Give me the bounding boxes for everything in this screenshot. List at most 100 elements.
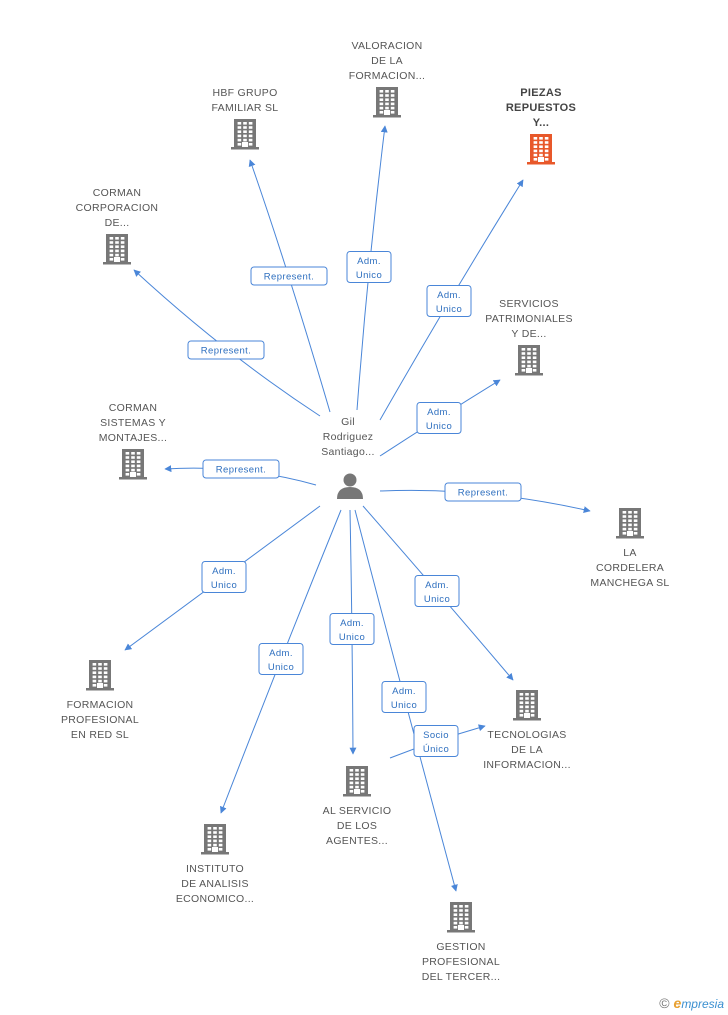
company-label: SISTEMAS Y: [100, 417, 166, 429]
role-label[interactable]: Adm.Unico: [201, 561, 247, 593]
role-label[interactable]: Adm. Unico: [381, 681, 427, 713]
company-label: TECNOLOGIAS: [487, 729, 566, 741]
role-label[interactable]: Adm.Unico: [329, 613, 375, 645]
role-text: Adm.: [392, 686, 416, 697]
role-text: Adm.: [357, 256, 381, 267]
role-label[interactable]: Represent.: [202, 459, 280, 479]
company-node-corman-sist[interactable]: CORMAN SISTEMAS Y MONTAJES...: [99, 402, 167, 480]
company-label: CORPORACION: [76, 202, 159, 214]
role-label[interactable]: Represent.: [187, 340, 265, 360]
role-box: [202, 459, 280, 479]
role-text: Adm.: [425, 580, 449, 591]
role-label[interactable]: Represent.: [250, 266, 328, 286]
role-label[interactable]: Represent.: [444, 482, 522, 502]
building-icon: [103, 234, 131, 265]
role-text: Unico: [436, 304, 462, 315]
company-label: FORMACION: [67, 699, 134, 711]
role-text: Represent.: [458, 488, 508, 499]
company-node-valoracion[interactable]: VALORACION DE LA FORMACION...: [349, 40, 426, 118]
role-text: Represent.: [201, 346, 251, 357]
role-text: Adm.: [269, 648, 293, 659]
company-label: DE LA: [511, 744, 543, 756]
role-box: [187, 340, 265, 360]
company-label: SERVICIOS: [499, 298, 559, 310]
role-text: Represent.: [216, 465, 266, 476]
role-text: Unico: [356, 270, 382, 281]
building-icon: [373, 87, 401, 118]
company-label: CORMAN: [109, 402, 157, 414]
company-node-gestion[interactable]: GESTION PROFESIONAL DEL TERCER...: [422, 902, 501, 983]
role-label[interactable]: Adm. Unico: [346, 251, 392, 283]
company-label: FORMACION...: [349, 70, 426, 82]
company-label: GESTION: [436, 941, 485, 953]
company-label: VALORACION: [351, 40, 422, 52]
brand-name: mpresia: [681, 997, 724, 1011]
role-text: Unico: [391, 700, 417, 711]
building-icon: [447, 902, 475, 933]
role-text: Unico: [424, 594, 450, 605]
company-label: LA: [623, 547, 636, 559]
company-node-corman-corp[interactable]: CORMANCORPORACIONDE...: [76, 187, 159, 265]
building-icon: [119, 449, 147, 480]
role-label[interactable]: Adm.Unico: [416, 402, 462, 434]
company-label: PROFESIONAL: [422, 956, 500, 968]
building-icon: [231, 119, 259, 150]
company-node-alservicio[interactable]: AL SERVICIO DE LOS AGENTES...: [323, 766, 392, 847]
company-node-piezas[interactable]: PIEZASREPUESTOSY...: [506, 87, 576, 165]
company-label: ECONOMICO...: [176, 893, 254, 905]
person-node-center[interactable]: GilRodriguezSantiago...: [321, 416, 375, 499]
person-label: Gil: [341, 416, 355, 428]
role-label[interactable]: Adm. Unico: [258, 643, 304, 675]
role-text: Adm.: [437, 290, 461, 301]
company-label: AGENTES...: [326, 835, 388, 847]
role-text: Unico: [268, 662, 294, 673]
company-label: DE LOS: [337, 820, 377, 832]
brand-footer: ©empresia: [659, 995, 724, 1011]
company-label: DEL TERCER...: [422, 971, 501, 983]
person-label: Santiago...: [321, 446, 375, 458]
role-box: [329, 613, 375, 645]
role-text: Adm.: [340, 618, 364, 629]
company-node-tecnologias[interactable]: TECNOLOGIAS DE LA INFORMACION...: [483, 690, 571, 771]
role-box: [416, 402, 462, 434]
role-label[interactable]: Adm. Unico: [414, 575, 460, 607]
company-label: REPUESTOS: [506, 102, 576, 114]
company-label: DE LA: [371, 55, 403, 67]
company-label: DE...: [105, 217, 130, 229]
building-icon: [86, 660, 114, 691]
company-label: Y...: [533, 117, 550, 129]
copyright-symbol: ©: [659, 995, 670, 1011]
building-icon: [513, 690, 541, 721]
company-label: DE ANALISIS: [181, 878, 249, 890]
role-text: Unico: [426, 421, 452, 432]
company-label: MANCHEGA SL: [590, 577, 669, 589]
company-label: AL SERVICIO: [323, 805, 392, 817]
company-label: HBF GRUPO: [212, 87, 277, 99]
company-label: EN RED SL: [71, 729, 129, 741]
role-box: [346, 251, 392, 283]
company-label: CORDELERA: [596, 562, 664, 574]
role-box: [381, 681, 427, 713]
person-icon: [337, 473, 363, 499]
edge-center-hbf: [248, 159, 331, 413]
role-box: [250, 266, 328, 286]
company-label: INSTITUTO: [186, 863, 244, 875]
company-label: MONTAJES...: [99, 432, 167, 444]
role-box: [414, 575, 460, 607]
building-icon: [527, 134, 555, 165]
company-label: INFORMACION...: [483, 759, 571, 771]
role-label[interactable]: Adm. Unico: [426, 285, 472, 317]
building-icon: [343, 766, 371, 797]
building-icon: [616, 508, 644, 539]
building-icon: [201, 824, 229, 855]
role-box: [444, 482, 522, 502]
company-node-cordelera[interactable]: LA CORDELERA MANCHEGA SL: [590, 508, 669, 589]
brand-initial: e: [673, 995, 682, 1011]
company-node-instituto[interactable]: INSTITUTO DE ANALISIS ECONOMICO...: [176, 824, 254, 905]
role-box: [201, 561, 247, 593]
